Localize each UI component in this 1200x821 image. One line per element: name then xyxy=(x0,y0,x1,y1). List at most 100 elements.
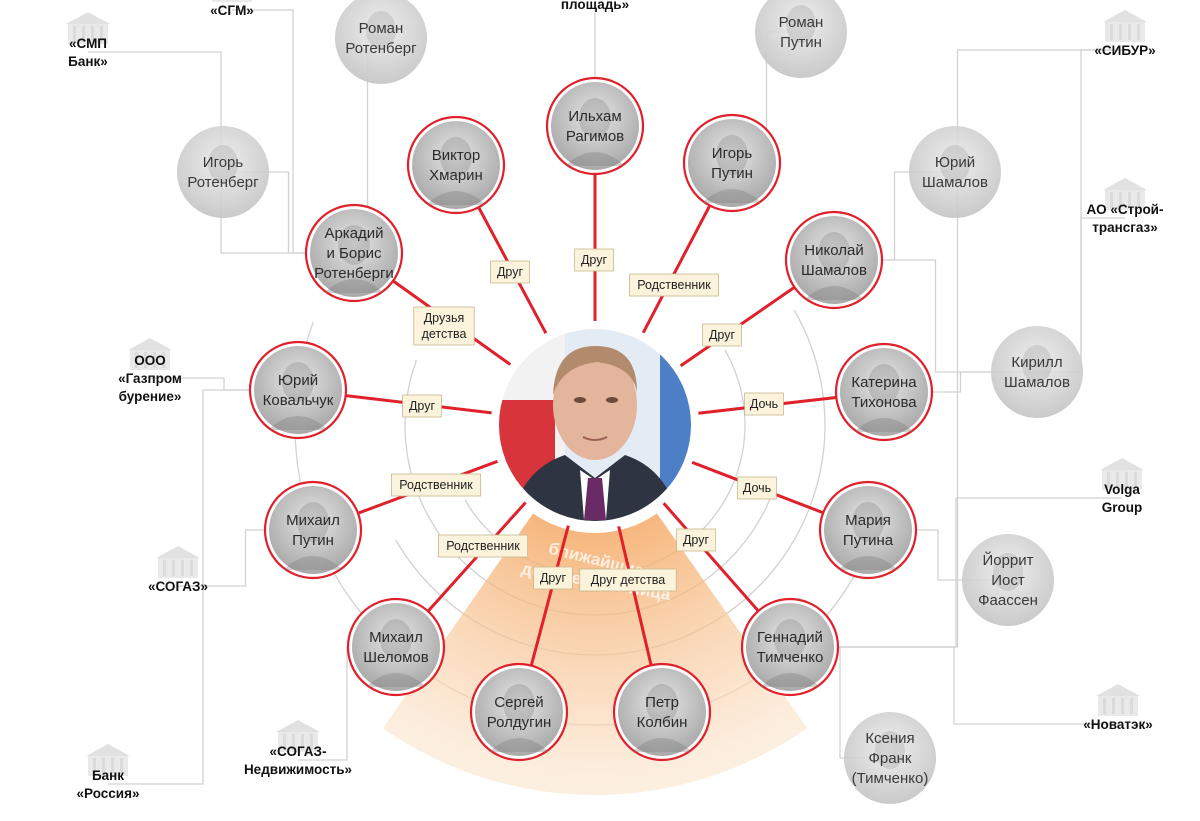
person-photo xyxy=(746,603,834,691)
person-photo xyxy=(688,119,776,207)
relation-line xyxy=(529,525,570,668)
outer-node-name: Юрий xyxy=(935,154,975,171)
company-name: «СИБУР» xyxy=(1094,43,1155,58)
company-name: Group xyxy=(1102,500,1143,515)
company-name: бурение» xyxy=(119,389,182,404)
building-icon xyxy=(1103,10,1147,42)
person-photo xyxy=(352,603,440,691)
company-sibur[interactable]: «СИБУР» xyxy=(1094,10,1156,58)
inner-node-name: Аркадий xyxy=(324,225,383,242)
outer-node-name: Игорь xyxy=(203,154,244,171)
company-name: «Газпром xyxy=(118,371,182,386)
outer-node-name: Ротенберг xyxy=(187,174,259,191)
relation-tag: Друг xyxy=(490,260,530,284)
relation-label-text: Друг xyxy=(581,253,608,267)
company-bank_rossiya[interactable]: Банк«Россия» xyxy=(77,744,140,801)
inner-node-name: Шамалов xyxy=(801,262,867,279)
building-icon xyxy=(212,0,252,2)
person-photo xyxy=(962,534,1054,626)
relation-tag: Друг xyxy=(702,323,742,347)
relation-label-text: Друзья xyxy=(424,311,465,325)
building-icon xyxy=(128,338,172,370)
company-name: «СГМ» xyxy=(210,3,254,18)
inner-node-name: Геннадий xyxy=(757,629,823,646)
inner-node-name: Колбин xyxy=(637,714,688,731)
company-name: «Новатэк» xyxy=(1083,717,1152,732)
relation-label-text: Друг xyxy=(540,571,567,585)
company-stroytransgaz[interactable]: АО «Строй-трансгаз» xyxy=(1087,178,1164,235)
inner-node-name: Шеломов xyxy=(363,649,429,666)
person-photo xyxy=(177,126,269,218)
relation-tag: Друг xyxy=(533,566,573,590)
inner-node-name: Виктор xyxy=(432,147,481,164)
building-icon xyxy=(156,546,200,578)
center-person[interactable] xyxy=(491,321,700,529)
relation-label-text: Друг xyxy=(409,399,436,413)
relation-label-text: Родственник xyxy=(637,278,711,292)
relation-label-text: Друг xyxy=(497,265,524,279)
company-name: Банк xyxy=(92,768,124,783)
relation-tag: Друг xyxy=(402,394,442,418)
company-name: «СОГАЗ- xyxy=(270,744,327,759)
company-ploshad[interactable]: площадь» xyxy=(561,0,629,12)
relation-tag: Дочь xyxy=(737,476,777,500)
relation-tag: Друг xyxy=(574,248,614,272)
relation-line xyxy=(617,525,654,668)
inner-node-name: Хмарин xyxy=(429,167,483,184)
relation-tag: Друг xyxy=(676,528,716,552)
company-sgm[interactable]: «СГМ» xyxy=(210,0,254,18)
outer-node-name: (Тимченко) xyxy=(852,770,929,787)
person-photo xyxy=(618,668,706,756)
center-portrait xyxy=(497,327,693,523)
company-name: Недвижимость» xyxy=(244,762,352,777)
outer-node-name: Ротенберг xyxy=(345,40,417,57)
outer-node-name: Путин xyxy=(780,34,822,51)
relation-line xyxy=(662,502,761,614)
person-photo xyxy=(475,668,563,756)
company-sogaz_ned[interactable]: «СОГАЗ- Недвижимость» xyxy=(244,720,352,777)
outer-node-name: Иост xyxy=(991,572,1025,589)
inner-node-name: Путина xyxy=(843,532,894,549)
outer-node-name: Шамалов xyxy=(1004,374,1070,391)
outer-node-name: Йоррит xyxy=(982,551,1033,569)
inner-node-name: Ковальчук xyxy=(263,392,334,409)
company-sogaz[interactable]: «СОГАЗ» xyxy=(148,546,208,594)
relation-label-text: Дочь xyxy=(750,397,778,411)
inner-node-name: Катерина xyxy=(851,374,917,391)
relation-tag: Родственник xyxy=(629,273,720,297)
person-photo xyxy=(840,348,928,436)
company-novatek[interactable]: «Новатэк» xyxy=(1083,684,1153,732)
inner-nodes: ИльхамРагимовВикторХмаринИгорьПутинАркад… xyxy=(248,76,934,762)
inner-node-name: Ротенберги xyxy=(314,265,394,282)
company-name: АО «Строй- xyxy=(1087,202,1164,217)
relation-tag: Дочь xyxy=(744,392,784,416)
outer-nodes: РоманРотенбергРоманПутинИгорьРотенбергЮр… xyxy=(177,0,1083,804)
relation-tag: Родственник xyxy=(437,534,528,558)
relation-label-text: Друг xyxy=(709,328,736,342)
